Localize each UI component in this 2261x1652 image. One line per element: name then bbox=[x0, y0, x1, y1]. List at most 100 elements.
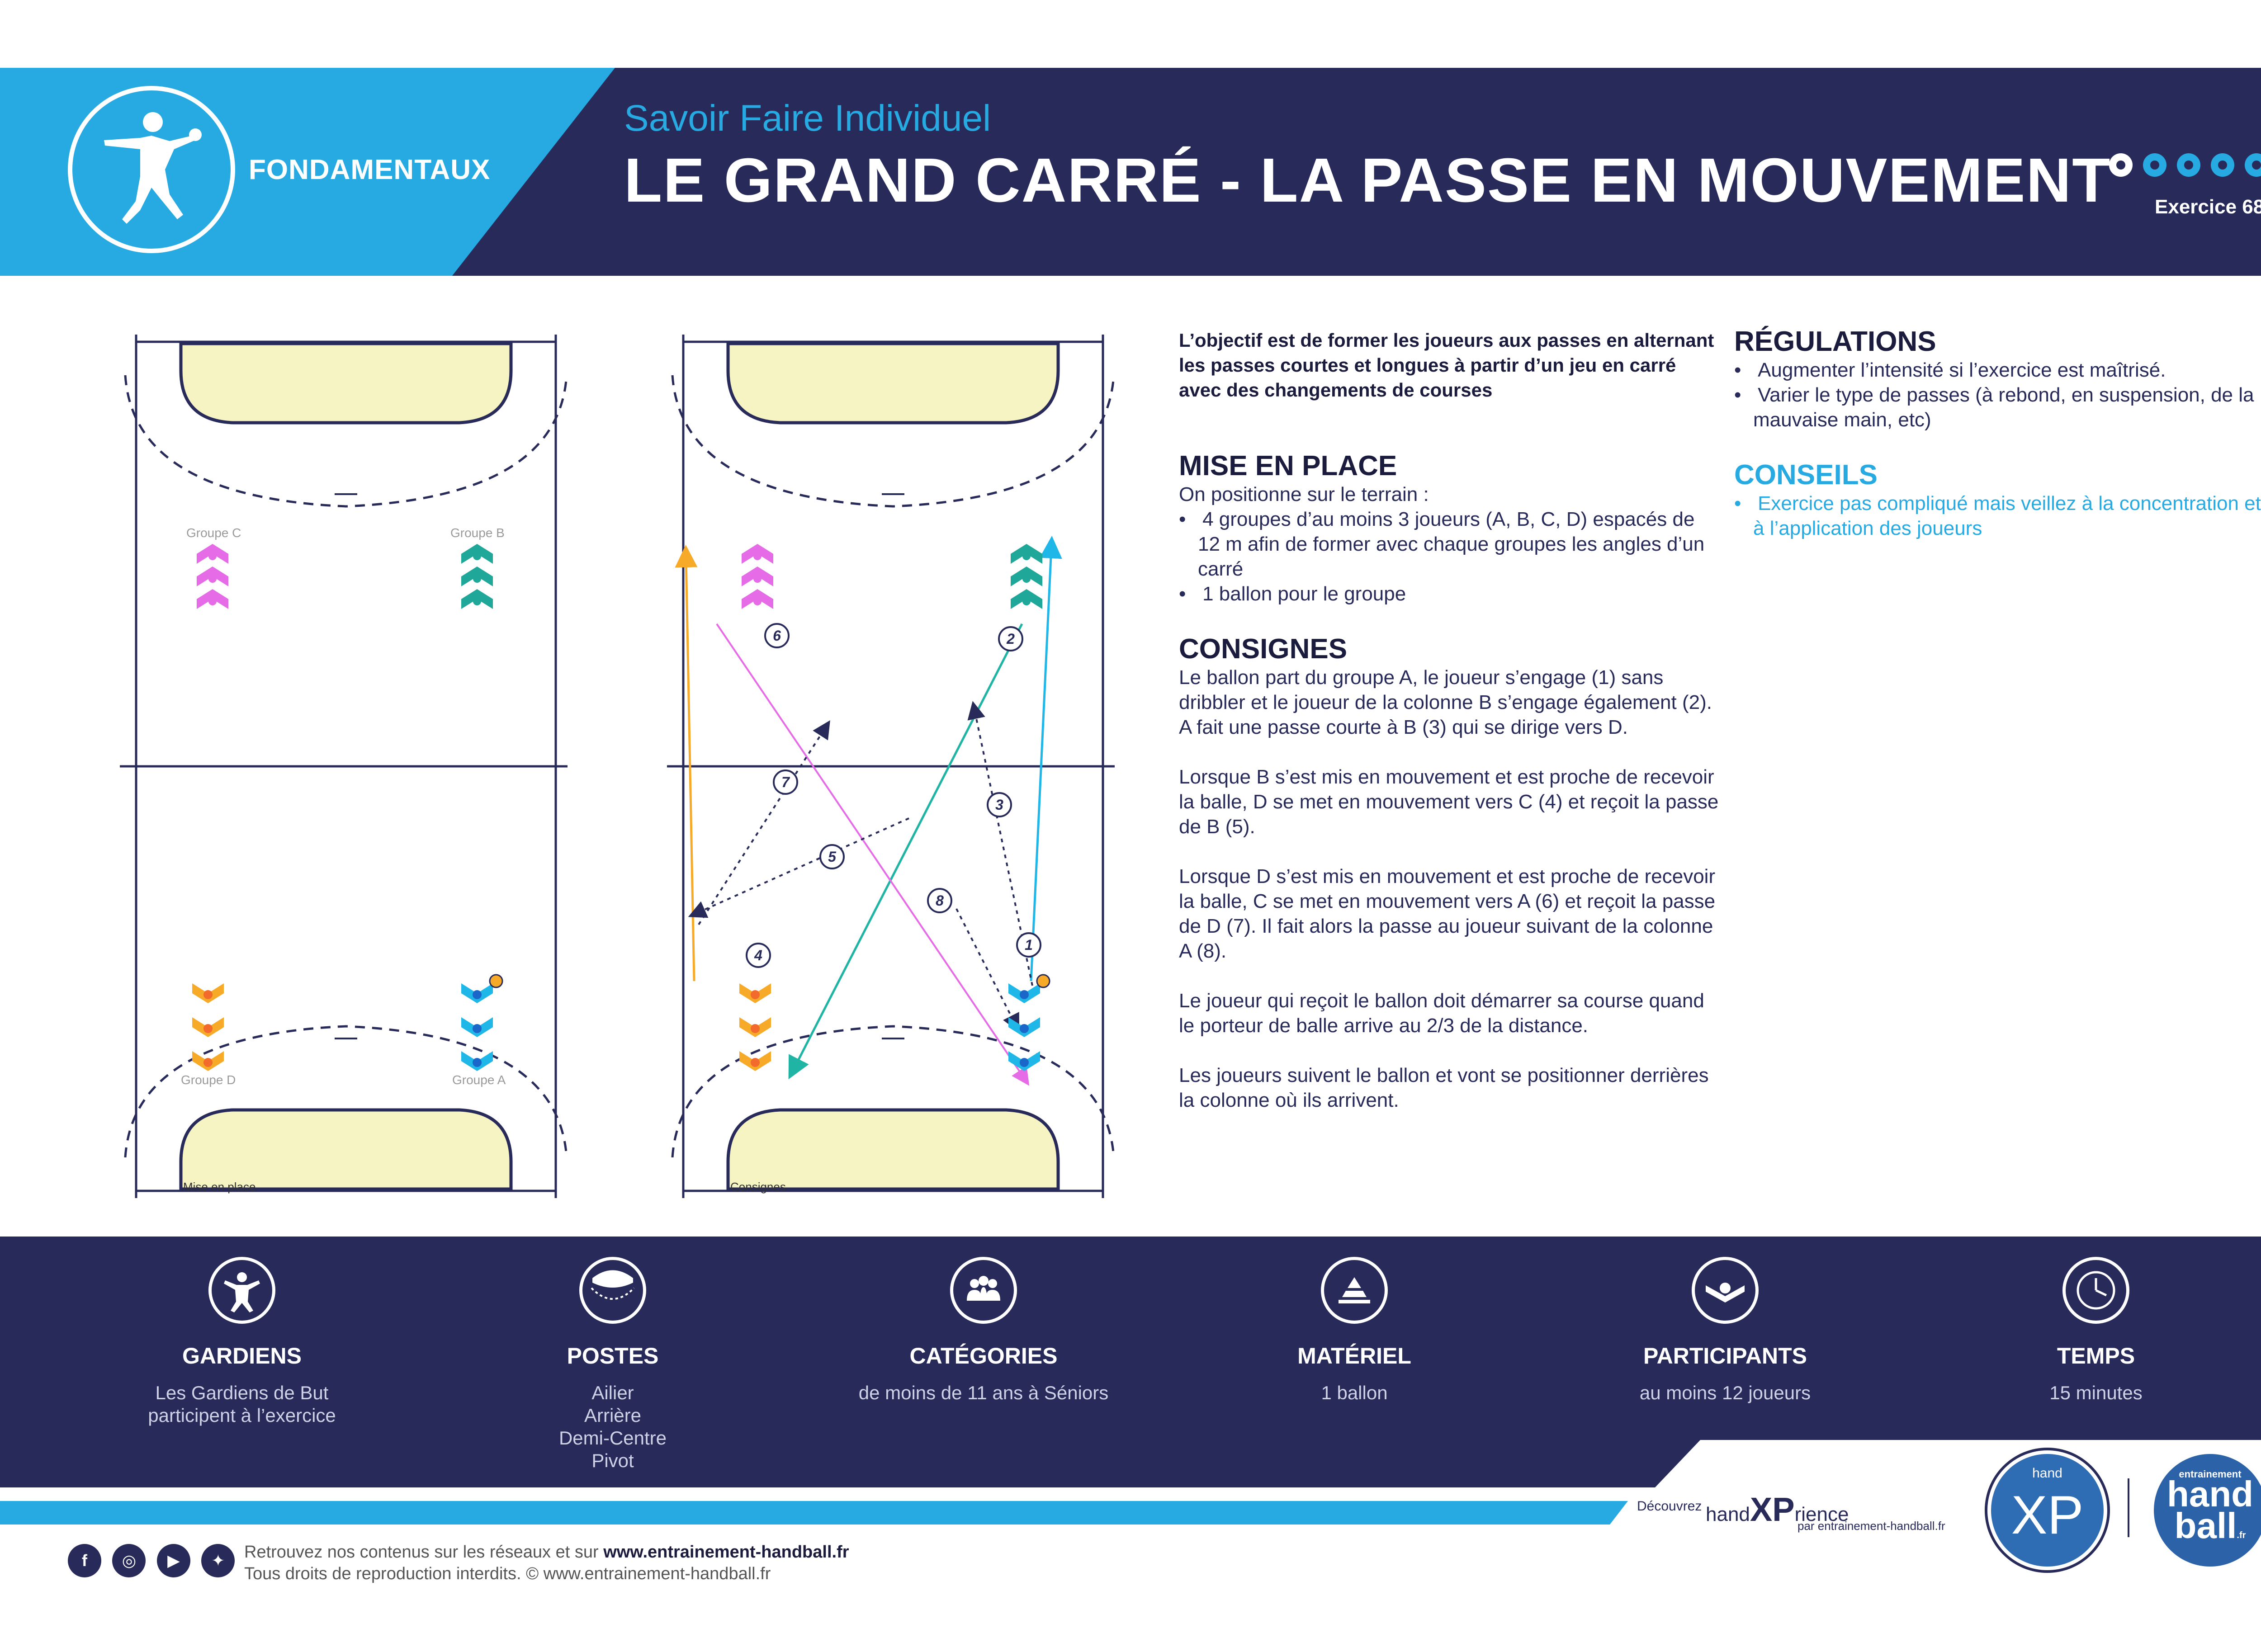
category-label: FONDAMENTAUX bbox=[249, 154, 491, 185]
instructions-paragraph: Lorsque B s’est mis en mouvement et est … bbox=[1179, 766, 1719, 838]
footer-duration: TEMPS 15 minutes bbox=[1938, 1257, 2254, 1404]
social-line: Retrouvez nos contenus sur les réseaux e… bbox=[244, 1543, 849, 1562]
group-c-players bbox=[197, 544, 228, 609]
setup-item: • 4 groupes d’au moins 3 joueurs (A, B, … bbox=[1179, 508, 1705, 580]
footer-value: de moins de 11 ans à Séniors bbox=[858, 1382, 1109, 1403]
instructions-paragraph: Les joueurs suivent le ballon et vont se… bbox=[1179, 1064, 1709, 1111]
ball-icon bbox=[2109, 153, 2133, 177]
promo-by: par entrainement-handball.fr bbox=[1797, 1519, 1945, 1533]
pass-arrow-5 bbox=[788, 623, 1023, 1080]
footer-title: CATÉGORIES bbox=[909, 1343, 1058, 1369]
difficulty-rating bbox=[2105, 149, 2261, 183]
logo-divider bbox=[2128, 1478, 2129, 1537]
pass-number-4 bbox=[746, 943, 771, 968]
ball-icon bbox=[2177, 153, 2200, 177]
promo-prefix: Découvrez bbox=[1637, 1499, 1702, 1514]
footer-value: Ailier bbox=[591, 1382, 634, 1403]
cone-icon bbox=[1321, 1257, 1388, 1324]
group-a-players bbox=[1008, 983, 1040, 1071]
pass-arrow-7 bbox=[698, 720, 830, 925]
exercise-objective: L’objectif est de former les joueurs aux… bbox=[1179, 330, 1714, 401]
pass-number-6-text: 6 bbox=[773, 628, 781, 644]
diagram-label-setup: Mise en place bbox=[183, 1180, 256, 1194]
run-arrow-2 bbox=[955, 908, 1020, 1032]
group-d-players bbox=[192, 983, 224, 1071]
pass-number-5 bbox=[819, 844, 845, 869]
instructions-section: CONSIGNES Le ballon part du groupe A, le… bbox=[1179, 633, 1722, 1113]
setup-item: • 1 ballon pour le groupe bbox=[1179, 583, 1406, 605]
ball-icon bbox=[1036, 974, 1050, 988]
footer-value: 1 ballon bbox=[1321, 1382, 1388, 1403]
footer-participants: PARTICIPANTS au moins 12 joueurs bbox=[1567, 1257, 1883, 1404]
group-c-players bbox=[742, 544, 773, 609]
group-d-label: Groupe D bbox=[181, 1073, 236, 1087]
footer-title: MATÉRIEL bbox=[1297, 1343, 1411, 1369]
pass-number-3 bbox=[987, 792, 1012, 817]
footer-value: 15 minutes bbox=[2049, 1382, 2143, 1403]
instructions-paragraph: Lorsque D s’est mis en mouvement et est … bbox=[1179, 865, 1716, 962]
pass-arrow-8 bbox=[716, 623, 1030, 1086]
pass-number-4-text: 4 bbox=[754, 947, 762, 963]
footer-value: Les Gardiens de But bbox=[155, 1382, 329, 1403]
advice-section: CONSEILS • Exercice pas compliqué mais v… bbox=[1734, 459, 2261, 541]
diagram-label-instructions: Consignes bbox=[730, 1180, 786, 1194]
instructions-paragraph: Le joueur qui reçoit le ballon doit déma… bbox=[1179, 990, 1704, 1037]
handxp-logo[interactable]: hand XP bbox=[1987, 1450, 2107, 1570]
regulation-item: • Augmenter l’intensité si l’exercice es… bbox=[1734, 359, 2166, 381]
advice-heading: CONSEILS bbox=[1734, 459, 1878, 491]
footer-corner-shape bbox=[1655, 1440, 2261, 1487]
promo-brand: handXPrience bbox=[1706, 1491, 1849, 1528]
footer-value: Arrière bbox=[584, 1405, 642, 1426]
court-positions-icon bbox=[579, 1257, 646, 1324]
instructions-paragraph: Le ballon part du groupe A, le joueur s’… bbox=[1179, 666, 1712, 713]
instagram-icon[interactable]: ◎ bbox=[112, 1544, 146, 1577]
group-a-label: Groupe A bbox=[452, 1073, 506, 1087]
pass-number-1 bbox=[1016, 932, 1041, 958]
page-title: LE GRAND CARRÉ - LA PASSE EN MOUVEMENT bbox=[624, 146, 2111, 215]
run-arrow-4 bbox=[675, 545, 698, 982]
twitter-icon[interactable]: ✦ bbox=[201, 1544, 235, 1577]
player-silhouette-icon bbox=[104, 112, 202, 224]
setup-heading: MISE EN PLACE bbox=[1179, 450, 1397, 481]
ball-icon bbox=[2245, 153, 2261, 177]
pass-arrow-5b bbox=[688, 817, 909, 918]
pass-number-1-text: 1 bbox=[1025, 937, 1033, 953]
handball-player-logo bbox=[68, 86, 235, 253]
website-link[interactable]: www.entrainement-handball.fr bbox=[603, 1543, 849, 1562]
footer-title: PARTICIPANTS bbox=[1643, 1343, 1807, 1369]
setup-section: MISE EN PLACE On positionne sur le terra… bbox=[1179, 450, 1722, 606]
footer-equipment: MATÉRIEL 1 ballon bbox=[1196, 1257, 1513, 1404]
footer-positions: POSTES Ailier Arrière Demi-Centre Pivot bbox=[454, 1257, 771, 1472]
advice-item: • Exercice pas compliqué mais veillez à … bbox=[1734, 492, 2261, 539]
group-b-players bbox=[1011, 544, 1042, 609]
footer-goalkeepers: GARDIENS Les Gardiens de But participent… bbox=[84, 1257, 400, 1427]
setup-lead: On positionne sur le terrain : bbox=[1179, 483, 1429, 505]
pass-arrow-3 bbox=[967, 701, 1033, 986]
pass-number-8-text: 8 bbox=[936, 892, 944, 909]
goalkeeper-icon bbox=[208, 1257, 275, 1324]
court-diagram-setup bbox=[120, 335, 568, 1198]
social-links: f ◎ ▶ ✦ bbox=[68, 1544, 244, 1577]
exercise-number: Exercice 68 bbox=[2155, 196, 2261, 218]
pass-number-2 bbox=[998, 626, 1023, 651]
footer-title: POSTES bbox=[567, 1343, 659, 1369]
youtube-icon[interactable]: ▶ bbox=[156, 1544, 190, 1577]
pass-number-8 bbox=[927, 888, 952, 913]
page-subtitle: Savoir Faire Individuel bbox=[624, 98, 991, 139]
run-arrow-1 bbox=[1030, 536, 1062, 982]
clock-icon bbox=[2062, 1257, 2129, 1324]
ball-icon bbox=[489, 974, 503, 988]
footer-value: participent à l’exercice bbox=[148, 1405, 336, 1426]
footer-value: Pivot bbox=[591, 1450, 634, 1471]
facebook-icon[interactable]: f bbox=[68, 1544, 101, 1577]
footer-value: au moins 12 joueurs bbox=[1639, 1382, 1811, 1403]
instructions-paragraph: A fait une passe courte à B (3) qui se d… bbox=[1179, 716, 1628, 738]
group-a-players bbox=[461, 983, 493, 1071]
footer-value: Demi-Centre bbox=[558, 1427, 667, 1449]
group-icon bbox=[950, 1257, 1017, 1324]
footer-title: GARDIENS bbox=[182, 1343, 302, 1369]
copyright-notice: Tous droits de reproduction interdits. ©… bbox=[244, 1564, 771, 1583]
ball-icon bbox=[2211, 153, 2234, 177]
ball-icon bbox=[2143, 153, 2166, 177]
